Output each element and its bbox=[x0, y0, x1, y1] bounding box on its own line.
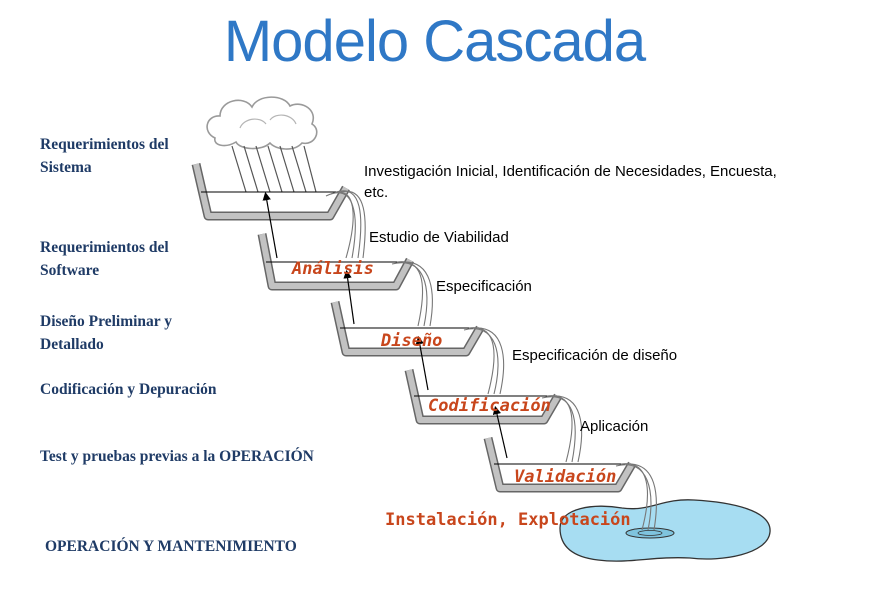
stage-instalacion-explotacion: Instalación, Explotación bbox=[385, 510, 631, 530]
pool-icon bbox=[559, 499, 771, 562]
label-test-pruebas: Test y pruebas previas a la OPERACIÓN bbox=[40, 448, 314, 465]
desc-especificacion-diseno: Especificación de diseño bbox=[512, 347, 678, 364]
trough-analisis bbox=[257, 233, 414, 291]
label-requerimientos-software: Requerimientos del Software bbox=[40, 239, 169, 279]
rain-icon bbox=[231, 145, 317, 193]
desc-investigacion-inicial: Investigación Inicial, Identificación de… bbox=[364, 163, 777, 201]
page-title: Modelo Cascada bbox=[223, 9, 646, 74]
label-operacion-mantenimiento: OPERACIÓN Y MANTENIMIENTO bbox=[45, 538, 297, 555]
waterfall-stream-icon bbox=[325, 190, 657, 531]
trough-codificacion bbox=[404, 369, 562, 425]
label-codificacion-depuracion: Codificación y Depuración bbox=[40, 381, 217, 398]
cloud-icon bbox=[206, 96, 318, 150]
stage-analisis: Análisis bbox=[292, 259, 374, 279]
trough-validacion bbox=[483, 436, 636, 493]
desc-especificacion: Especificación bbox=[436, 278, 532, 295]
stage-validacion: Validación bbox=[514, 467, 617, 487]
trough-sistema bbox=[191, 162, 350, 221]
stage-codificacion: Codificación bbox=[428, 396, 551, 416]
desc-aplicacion: Aplicación bbox=[580, 418, 649, 435]
label-diseno-preliminar: Diseño Preliminar y Detallado bbox=[40, 313, 173, 353]
feedback-arrow-icon bbox=[262, 191, 508, 459]
stage-diseno: Diseño bbox=[381, 331, 443, 351]
desc-estudio-viabilidad: Estudio de Viabilidad bbox=[369, 229, 509, 246]
label-requerimientos-sistema: Requerimientos del Sistema bbox=[40, 136, 169, 176]
trough-diseno bbox=[330, 301, 484, 357]
